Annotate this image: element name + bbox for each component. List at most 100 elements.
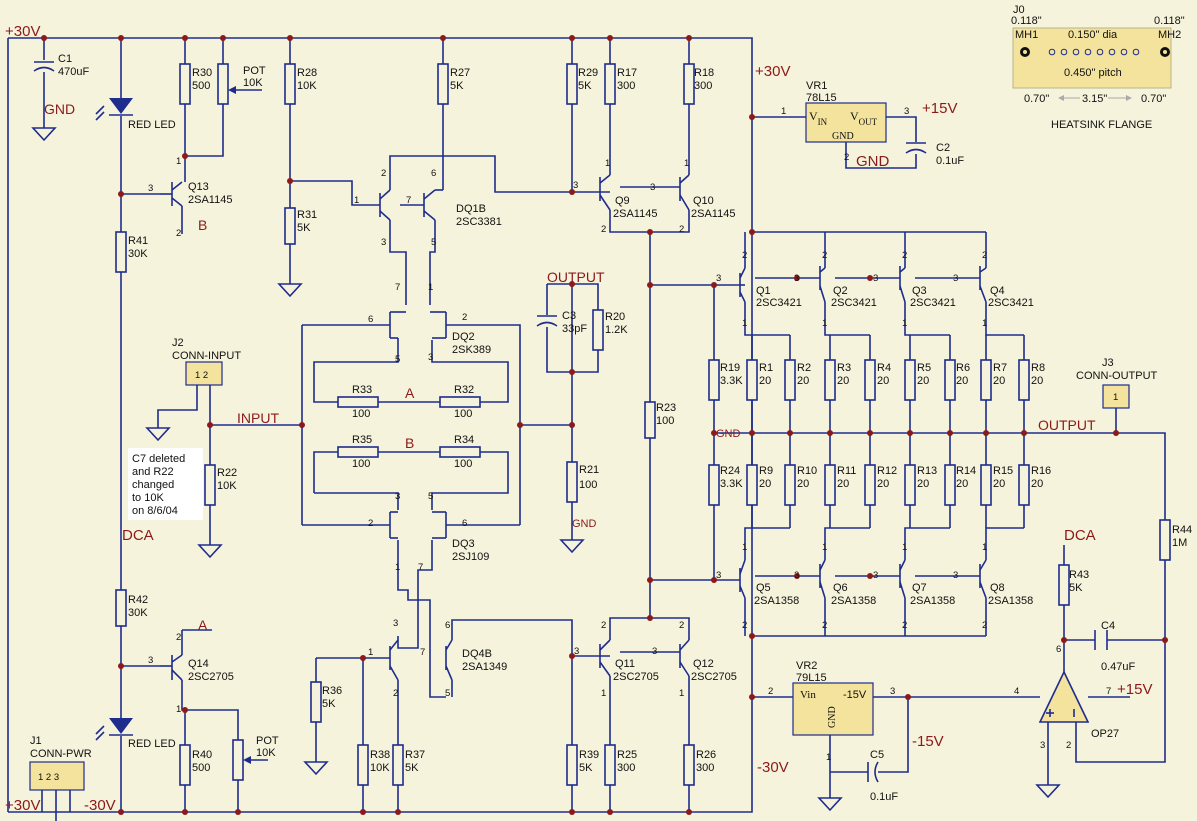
- r30-ref: R30: [192, 67, 212, 79]
- note-line-2: and R22: [132, 466, 174, 478]
- r15-ref: R15: [993, 465, 1013, 477]
- resistor-r33: [337, 396, 379, 408]
- r40-ref: R40: [192, 749, 212, 761]
- resistor-r34: [439, 446, 481, 458]
- q14-ref: Q14: [188, 658, 209, 670]
- resistor-r36: [310, 681, 322, 723]
- c3-value: 33pF: [562, 323, 587, 335]
- q1-value: 2SC3421: [756, 297, 802, 309]
- svg-text:2: 2: [982, 620, 987, 631]
- r17-value: 300: [617, 80, 635, 92]
- svg-text:1: 1: [684, 158, 689, 169]
- svg-text:5: 5: [395, 354, 400, 365]
- net-plus30-bottom-left: +30V: [5, 797, 40, 814]
- vr2-ref: VR2: [796, 660, 817, 672]
- r21-ref: R21: [579, 464, 599, 476]
- svg-text:1: 1: [902, 318, 907, 329]
- r14-value: 20: [956, 478, 968, 490]
- c1-ref: C1: [58, 53, 72, 65]
- transistor-q8: [979, 559, 987, 599]
- note-line-1: C7 deleted: [132, 453, 185, 465]
- svg-text:7: 7: [395, 282, 400, 293]
- resistor-r31: [284, 207, 296, 245]
- vr1-value: 78L15: [806, 92, 837, 104]
- r34-ref: R34: [454, 434, 474, 446]
- r36-ref: R36: [322, 685, 342, 697]
- r18-value: 300: [694, 80, 712, 92]
- q3-ref: Q3: [912, 285, 927, 297]
- heatsink-span: 3.15": [1082, 93, 1107, 105]
- vr2-gnd: GND: [827, 706, 838, 728]
- r30-value: 500: [192, 80, 210, 92]
- transistor-q12: [679, 639, 690, 677]
- transistor-q2: [819, 266, 826, 303]
- r2-value: 20: [797, 375, 809, 387]
- led-2: [95, 718, 133, 741]
- r22-value: 10K: [217, 480, 237, 492]
- capacitor-c5: [867, 761, 879, 783]
- dq3-ref: DQ3: [452, 538, 475, 550]
- heatsink-dia: 0.150" dia: [1068, 29, 1118, 41]
- resistor-r12: [864, 464, 876, 506]
- r9-value: 20: [759, 478, 771, 490]
- q5-value: 2SA1358: [754, 595, 799, 607]
- svg-text:2: 2: [902, 250, 907, 261]
- resistor-r44: [1159, 519, 1171, 561]
- resistor-r4: [864, 359, 876, 401]
- resistor-r5: [904, 359, 916, 401]
- resistor-r29: [566, 63, 578, 105]
- resistor-r21: [566, 461, 578, 503]
- net-minus15: -15V: [912, 733, 944, 750]
- j2-value: CONN-INPUT: [172, 350, 241, 362]
- resistor-r42: [115, 589, 127, 627]
- r24-value: 3.3K: [720, 478, 743, 490]
- r20-ref: R20: [605, 311, 625, 323]
- r4-value: 20: [877, 375, 889, 387]
- r16-value: 20: [1031, 478, 1043, 490]
- transistor-q10: [679, 174, 690, 211]
- transistor-q7: [899, 559, 906, 599]
- labels: +30V +30V +30V -30V -30V +15V +15V -15V …: [5, 4, 1192, 814]
- r21-value: 100: [579, 479, 597, 491]
- svg-text:2: 2: [679, 224, 684, 235]
- r42-value: 30K: [128, 607, 148, 619]
- svg-text:2: 2: [462, 312, 467, 323]
- resistor-r3: [824, 359, 836, 401]
- r19-ref: R19: [720, 362, 740, 374]
- heatsink-title: HEATSINK FLANGE: [1051, 119, 1152, 131]
- transistor-q4: [979, 266, 987, 303]
- svg-text:6: 6: [462, 518, 467, 529]
- r44-ref: R44: [1172, 524, 1192, 536]
- r41-value: 30K: [128, 248, 148, 260]
- r7-ref: R7: [993, 362, 1007, 374]
- q12-ref: Q12: [693, 658, 714, 670]
- svg-text:6: 6: [368, 314, 373, 325]
- transistor-q5: [739, 559, 746, 599]
- svg-text:3: 3: [1040, 740, 1045, 751]
- transistors: [160, 174, 987, 697]
- svg-text:2: 2: [176, 632, 181, 643]
- net-dca-right: DCA: [1064, 527, 1096, 544]
- r6-value: 20: [956, 375, 968, 387]
- svg-text:3: 3: [395, 491, 400, 502]
- heatsink-dim-left: 0.118": [1011, 15, 1042, 27]
- r25-value: 300: [617, 762, 635, 774]
- heatsink-pitch: 0.450" pitch: [1064, 67, 1122, 79]
- q11-ref: Q11: [615, 658, 635, 670]
- heatsink-off-right: 0.70": [1141, 93, 1166, 105]
- r8-value: 20: [1031, 375, 1043, 387]
- svg-text:2: 2: [822, 620, 827, 631]
- svg-text:1: 1: [781, 106, 786, 117]
- r40-value: 500: [192, 762, 210, 774]
- r14-ref: R14: [956, 465, 976, 477]
- r12-ref: R12: [877, 465, 897, 477]
- svg-text:2: 2: [381, 168, 386, 179]
- svg-text:2: 2: [679, 620, 684, 631]
- dq2-value: 2SK389: [452, 344, 491, 356]
- heatsink-mh2: MH2: [1158, 29, 1181, 41]
- potentiometer-2: [232, 739, 244, 781]
- r33-ref: R33: [352, 384, 372, 396]
- svg-text:3: 3: [904, 106, 909, 117]
- net-dca-left: DCA: [122, 527, 154, 544]
- net-plus30-top-left: +30V: [5, 23, 40, 40]
